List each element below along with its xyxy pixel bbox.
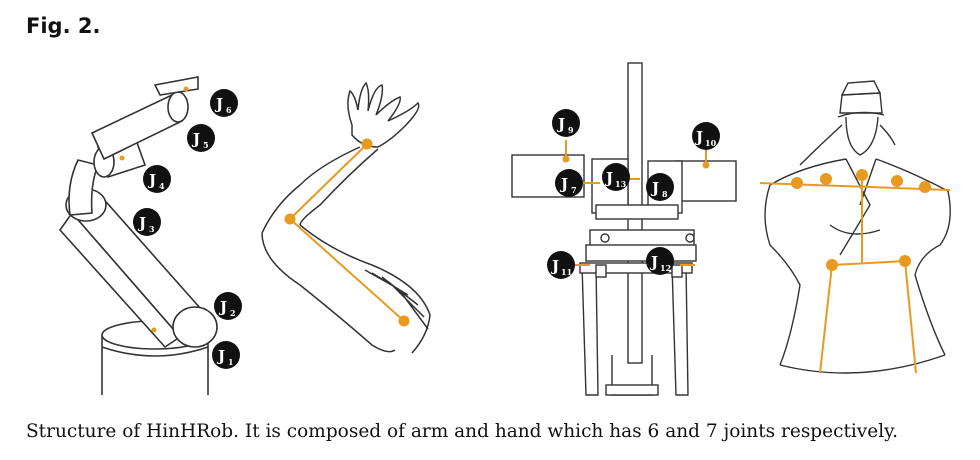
joint-badge-j4: J 4 [143, 165, 171, 193]
joint-badge-j11: J 11 [547, 251, 575, 279]
svg-text:12: 12 [660, 263, 671, 273]
joint-badge-j12: J 12 [646, 247, 674, 275]
joint-badge-j1: J 1 [212, 341, 240, 369]
svg-text:J: J [218, 298, 227, 316]
costumed-figure-skeleton [759, 169, 951, 374]
svg-text:11: 11 [561, 267, 572, 277]
svg-text:J: J [214, 95, 223, 113]
svg-text:3: 3 [149, 224, 155, 234]
human-arm-skeleton [284, 138, 410, 327]
svg-text:8: 8 [662, 189, 668, 199]
svg-text:J: J [694, 128, 703, 146]
joint-badge-j8: J 8 [646, 173, 674, 201]
svg-text:J: J [191, 130, 200, 148]
svg-text:J: J [559, 175, 568, 193]
joint-badge-j3: J 3 [133, 208, 161, 236]
svg-text:J: J [216, 347, 225, 365]
svg-text:7: 7 [571, 185, 577, 195]
joint-badge-j5: J 5 [187, 124, 215, 152]
frame-mechanism-drawing [511, 62, 737, 396]
svg-text:6: 6 [226, 105, 232, 115]
svg-text:2: 2 [230, 308, 236, 318]
svg-text:J: J [649, 253, 658, 271]
figure-caption: Structure of HinHRob. It is composed of … [26, 421, 899, 442]
svg-text:J: J [550, 257, 559, 275]
svg-text:J: J [650, 179, 659, 197]
svg-text:J: J [556, 115, 565, 133]
svg-text:J: J [147, 171, 156, 189]
figure-illustration: J 6 J 5 J 4 J 3 J 2 J 1 [58, 62, 951, 396]
svg-text:13: 13 [615, 179, 627, 189]
costumed-figure-drawing [764, 80, 951, 374]
joint-badge-j10: J 10 [692, 122, 720, 150]
svg-text:9: 9 [568, 125, 574, 135]
joint-badge-j9: J 9 [552, 109, 580, 137]
joint-badge-j7: J 7 [555, 169, 583, 197]
figure-label: Fig. 2. [26, 14, 101, 38]
svg-text:J: J [604, 169, 613, 187]
robot-arm-drawing [58, 76, 218, 395]
joint-badge-j6: J 6 [210, 89, 238, 117]
robot-arm-joint-dots [119, 86, 189, 333]
svg-text:1: 1 [228, 357, 234, 367]
svg-text:5: 5 [203, 140, 209, 150]
joint-badge-j13: J 13 [602, 163, 630, 191]
human-arm-drawing [261, 81, 431, 354]
svg-text:J: J [137, 214, 146, 232]
joint-badge-j2: J 2 [214, 292, 242, 320]
svg-text:4: 4 [159, 181, 165, 191]
svg-text:10: 10 [705, 138, 717, 148]
